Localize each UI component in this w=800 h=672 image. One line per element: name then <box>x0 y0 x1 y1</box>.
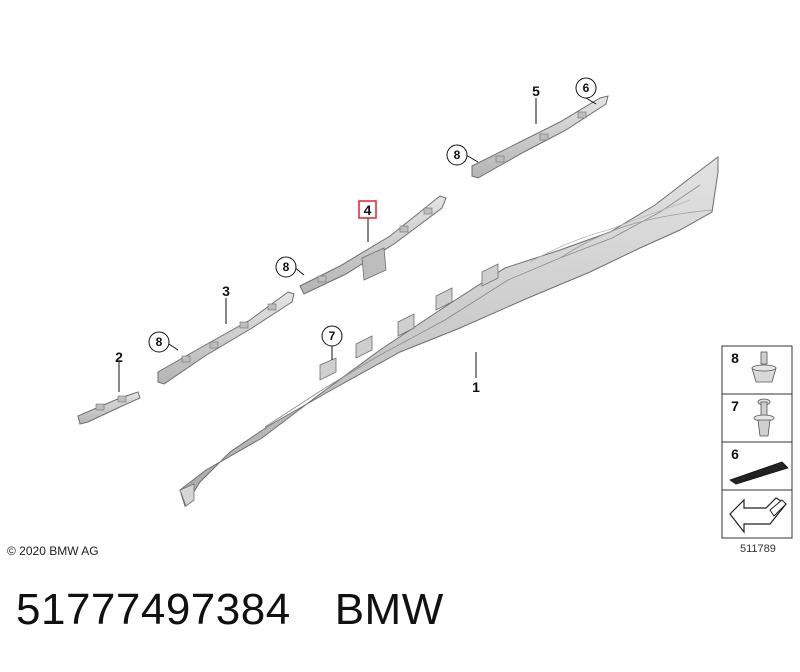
callout-2: 2 <box>115 349 123 365</box>
callout-6: 6 <box>583 81 590 95</box>
callout-3: 3 <box>222 283 230 299</box>
callout-8-circle-a: 8 <box>446 144 468 166</box>
callout-4: 4 <box>364 202 372 218</box>
brand-name: BMW <box>334 585 444 634</box>
callout-8-circle-b: 8 <box>275 256 297 278</box>
callout-8-circle-c: 8 <box>148 331 170 353</box>
callout-7: 7 <box>329 329 336 343</box>
legend-label-8: 8 <box>731 350 739 366</box>
bracket-4 <box>299 195 447 295</box>
callout-1: 1 <box>472 379 480 395</box>
diagram-number: 511789 <box>740 543 776 555</box>
arrow-icon <box>729 497 787 534</box>
callout-4-highlight: 4 <box>358 200 377 219</box>
adhesive-strip-icon <box>729 461 789 485</box>
callout-8c: 8 <box>156 335 163 349</box>
bracket-5 <box>471 95 609 179</box>
small-parts-legend: 8 7 6 <box>721 345 793 539</box>
part-number: 51777497384 <box>16 585 291 634</box>
bracket-3 <box>157 291 295 385</box>
bracket-2 <box>77 391 141 425</box>
part-number-footer: 51777497384 BMW <box>16 585 444 635</box>
legend-label-6: 6 <box>731 446 739 462</box>
legend-label-7: 7 <box>731 398 739 414</box>
clip-icon <box>751 351 777 383</box>
leader-lines <box>118 97 597 392</box>
callout-6-circle: 6 <box>575 77 597 99</box>
callout-7-circle: 7 <box>321 325 343 347</box>
callout-8a: 8 <box>454 148 461 162</box>
callout-5: 5 <box>532 83 540 99</box>
copyright-notice: © 2020 BMW AG <box>7 544 99 558</box>
callout-8b: 8 <box>283 260 290 274</box>
side-sill-cover <box>179 156 719 508</box>
rivet-icon <box>753 398 775 437</box>
